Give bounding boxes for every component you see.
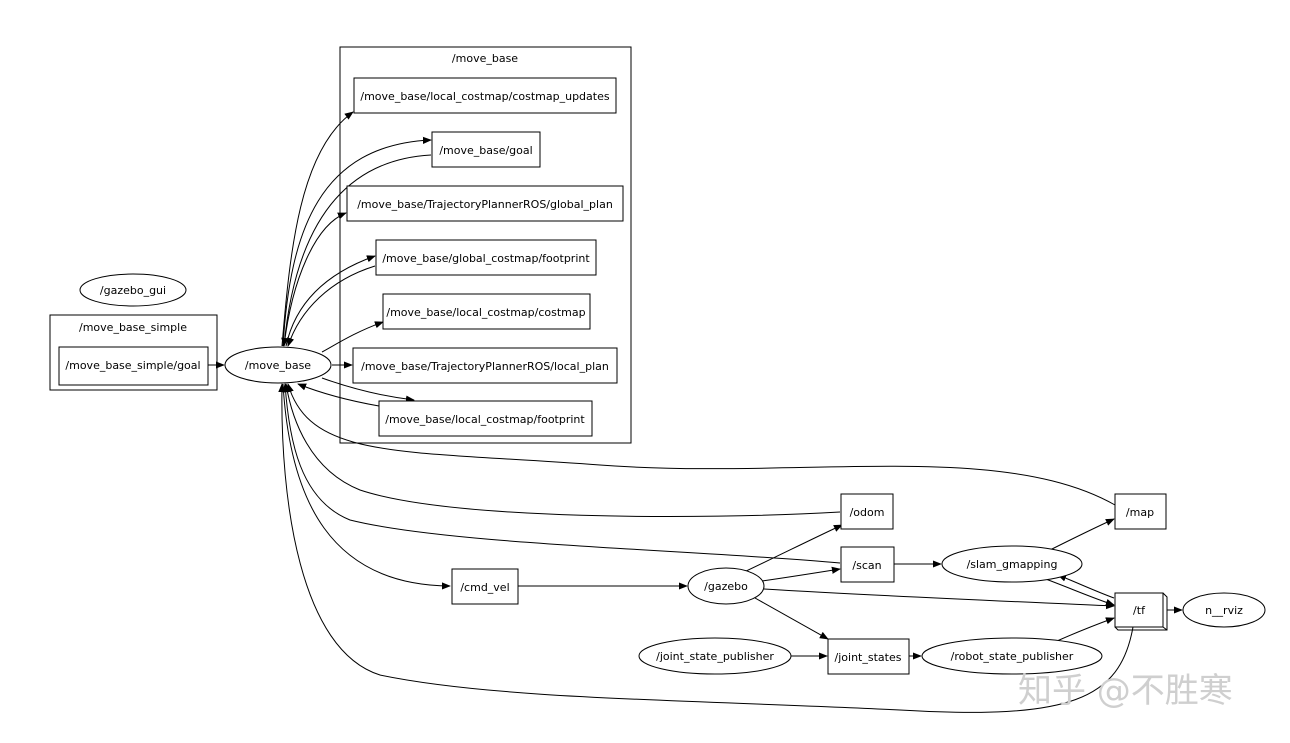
topic-local-costmap-updates[interactable]: /move_base/local_costmap/costmap_updates — [353, 77, 617, 114]
node-rviz[interactable]: n__rviz — [1182, 592, 1266, 628]
edge-gazebo-to-tf — [763, 588, 1115, 610]
edge-scan-to-move-base — [281, 383, 841, 564]
edge-gazebo-to-joint-states — [754, 597, 829, 640]
edge-move-base-to-local-costmap — [321, 321, 384, 353]
edges — [197, 111, 1183, 713]
edge-slam-to-map — [1049, 518, 1115, 551]
topic-local-costmap-updates-label: /move_base/local_costmap/costmap_updates — [360, 90, 609, 103]
node-robot-state-publisher-label: /robot_state_publisher — [951, 650, 1074, 663]
topic-cmd-vel-label: /cmd_vel — [460, 581, 509, 594]
node-gazebo-gui-label: /gazebo_gui — [100, 284, 166, 297]
node-move-base[interactable]: /move_base — [224, 346, 332, 384]
topic-global-costmap-footprint-label: /move_base/global_costmap/footprint — [382, 252, 590, 265]
edge-local-footprint-to-move-base — [297, 383, 380, 407]
topic-local-costmap-footprint[interactable]: /move_base/local_costmap/footprint — [378, 400, 593, 437]
edge-tf-to-slam — [1057, 574, 1115, 599]
topic-global-plan-label: /move_base/TrajectoryPlannerROS/global_p… — [357, 198, 613, 211]
node-gazebo[interactable]: /gazebo — [687, 567, 765, 605]
topic-scan[interactable]: /scan — [840, 546, 895, 583]
topic-cmd-vel[interactable]: /cmd_vel — [451, 568, 519, 605]
topic-local-costmap-footprint-label: /move_base/local_costmap/footprint — [385, 413, 585, 426]
topic-map[interactable]: /map — [1114, 493, 1167, 530]
node-joint-state-publisher[interactable]: /joint_state_publisher — [638, 637, 792, 675]
topic-local-costmap-costmap[interactable]: /move_base/local_costmap/costmap — [382, 293, 591, 330]
topic-odom-label: /odom — [850, 506, 885, 519]
edge-move-base-to-local-footprint — [321, 377, 415, 403]
topic-global-costmap-footprint[interactable]: /move_base/global_costmap/footprint — [375, 239, 597, 276]
topic-local-costmap-costmap-label: /move_base/local_costmap/costmap — [386, 306, 585, 319]
node-gazebo-gui[interactable]: /gazebo_gui — [79, 273, 187, 307]
topic-move-base-goal[interactable]: /move_base/goal — [431, 131, 541, 168]
edge-move-base-to-global-plan — [283, 212, 347, 347]
edge-odom-to-move-base — [283, 383, 841, 518]
topic-local-plan-label: /move_base/TrajectoryPlannerROS/local_pl… — [361, 360, 609, 373]
edge-tf-to-move-base — [278, 383, 1134, 713]
edge-move-base-to-costmap-updates — [281, 111, 354, 347]
edge-gazebo-to-scan — [761, 566, 841, 582]
topic-tf-label: /tf — [1133, 604, 1146, 617]
edge-move-base-to-goal — [282, 136, 432, 347]
topic-tf[interactable]: /tf — [1114, 592, 1168, 631]
edge-robot-state-publisher-to-tf — [1056, 617, 1115, 642]
edge-map-to-move-base — [286, 383, 1116, 506]
topic-move-base-goal-label: /move_base/goal — [439, 144, 532, 157]
topic-map-label: /map — [1126, 506, 1154, 519]
edge-slam-to-tf — [1042, 577, 1115, 606]
topic-local-plan[interactable]: /move_base/TrajectoryPlannerROS/local_pl… — [352, 347, 618, 384]
edge-global-footprint-to-move-base — [287, 265, 376, 347]
node-joint-state-publisher-label: /joint_state_publisher — [656, 650, 774, 663]
cluster-move-base-simple-label: /move_base_simple — [79, 321, 187, 334]
node-slam-gmapping-label: /slam_gmapping — [967, 558, 1058, 571]
edge-gazebo-to-odom — [739, 524, 843, 575]
topic-move-base-simple-goal[interactable]: /move_base_simple/goal — [58, 346, 209, 386]
watermark: 知乎 @不胜寒 — [1018, 671, 1233, 711]
topic-scan-label: /scan — [852, 559, 881, 572]
cluster-move-base-label: /move_base — [452, 52, 518, 65]
topic-move-base-simple-goal-label: /move_base_simple/goal — [65, 359, 200, 372]
node-slam-gmapping[interactable]: /slam_gmapping — [941, 545, 1083, 583]
node-gazebo-label: /gazebo — [704, 580, 748, 593]
topic-odom[interactable]: /odom — [840, 493, 894, 530]
node-rviz-label: n__rviz — [1205, 604, 1243, 617]
topic-joint-states-label: /joint_states — [835, 651, 902, 664]
topic-joint-states[interactable]: /joint_states — [827, 638, 910, 675]
edge-move-base-to-cmd-vel — [282, 383, 451, 590]
node-move-base-label: /move_base — [245, 359, 311, 372]
node-robot-state-publisher[interactable]: /robot_state_publisher — [921, 637, 1103, 675]
topic-global-plan[interactable]: /move_base/TrajectoryPlannerROS/global_p… — [346, 185, 624, 222]
edge-move-base-to-global-footprint — [285, 255, 376, 347]
edge-goal-to-move-base — [281, 154, 432, 347]
